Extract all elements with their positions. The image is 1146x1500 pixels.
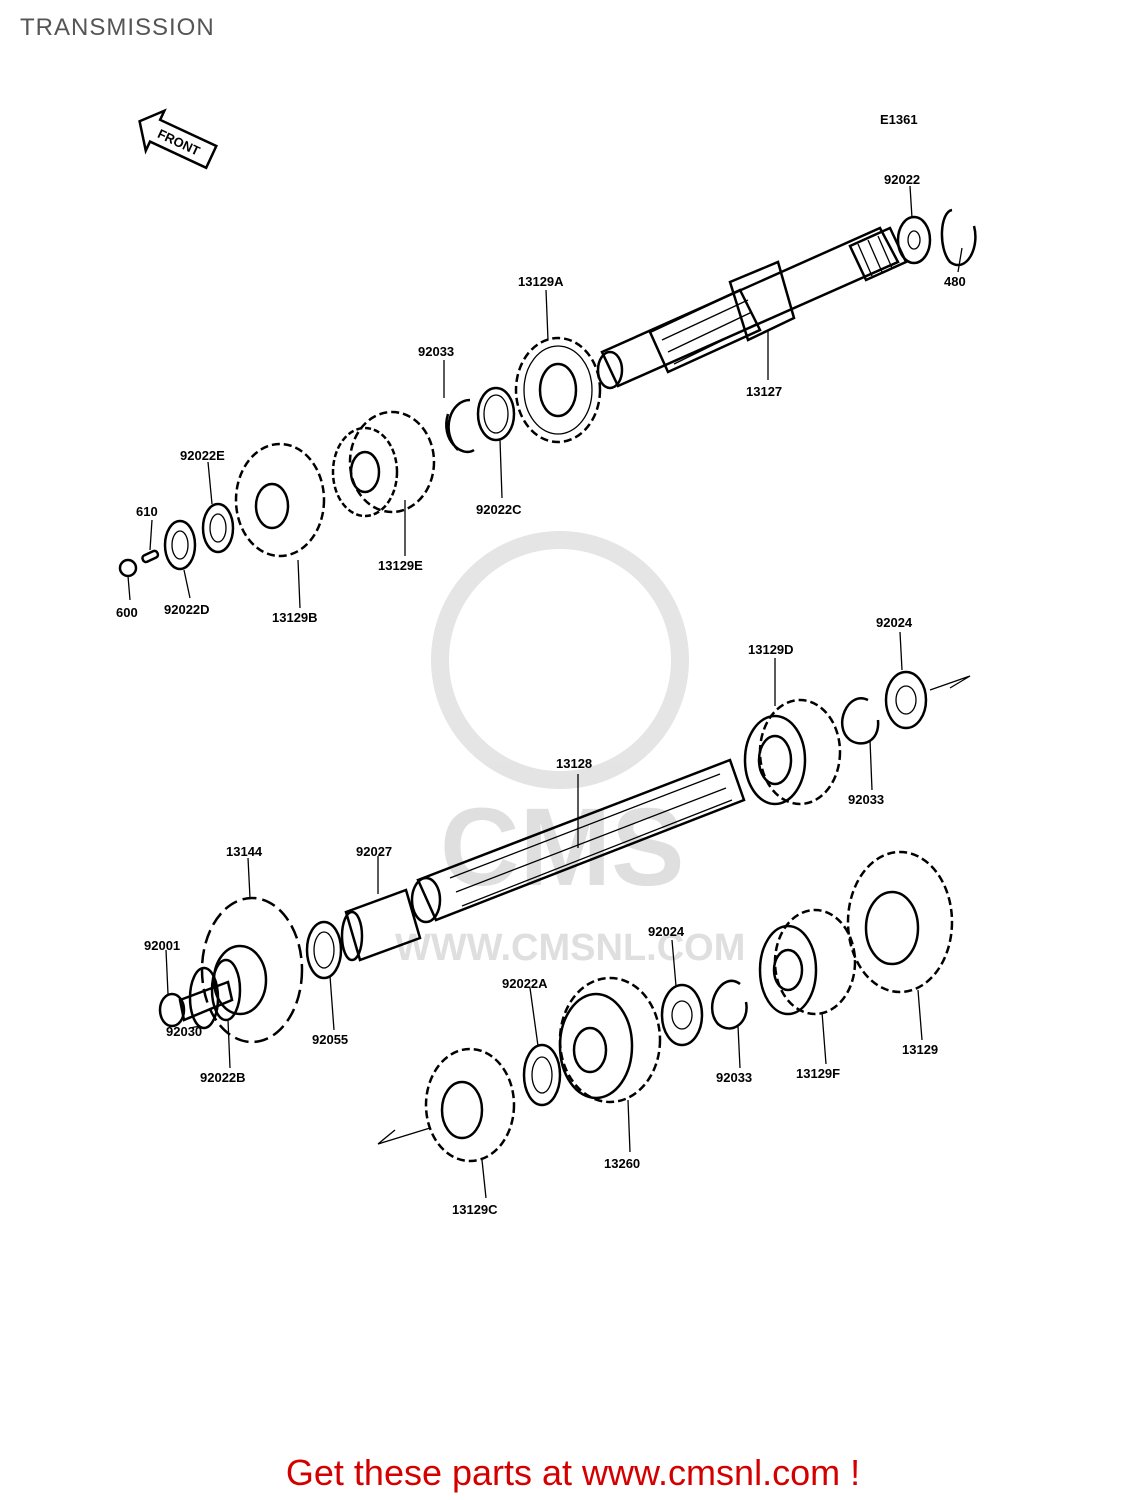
circlip-480 [940,208,977,267]
leader-lines [127,185,963,1199]
label-92033-top: 92033 [418,344,454,359]
watermark-brand: CMS [440,786,684,909]
ball-600 [118,558,138,578]
label-13129A: 13129A [518,274,564,289]
label-13129F: 13129F [796,1066,840,1081]
output-shaft [410,758,746,924]
watermark-url: WWW.CMSNL.COM [395,927,745,969]
diagram-code: E1361 [880,112,918,127]
washer-92022E [201,502,235,554]
washer-92022D [163,519,197,571]
label-610: 610 [136,504,158,519]
washer-92055 [305,920,343,980]
label-92024-low: 92024 [648,924,685,939]
label-92022: 92022 [884,172,920,187]
label-92055: 92055 [312,1032,348,1047]
plate-92030 [188,966,220,1030]
gear-13129F [758,908,857,1016]
front-arrow-icon: FRONT [138,108,218,170]
page-title: TRANSMISSION [20,14,215,41]
label-92027: 92027 [356,844,392,859]
gear-13129B [234,442,326,558]
gear-13129D [743,698,842,806]
gear-13260 [558,976,662,1104]
gear-13129E [331,410,436,518]
label-13260: 13260 [604,1156,640,1171]
label-13144: 13144 [226,844,263,859]
label-600: 600 [116,605,138,620]
collar-92027 [340,888,422,962]
circlip-92033-mid [840,697,880,745]
washer-92022C [476,386,516,442]
label-92033-low: 92033 [716,1070,752,1085]
washer-92024-top [884,670,928,730]
circlip-92033-top [445,398,475,453]
label-92022D: 92022D [164,602,210,617]
label-13129C: 13129C [452,1202,498,1217]
gear-13129C [424,1047,516,1163]
label-92033-mid: 92033 [848,792,884,807]
washer-92022B [210,958,242,1022]
footer-link[interactable]: Get these parts at www.cmsnl.com ! [285,1452,861,1493]
part-labels: 92022 480 13129A 13127 92033 92022C 9202… [116,172,966,1217]
watermark: CMS WWW.CMSNL.COM [395,531,745,969]
washer-92024-low [660,983,704,1047]
label-13129E: 13129E [378,558,423,573]
label-13129B: 13129B [272,610,318,625]
input-shaft [596,226,908,390]
label-92030: 92030 [166,1024,202,1039]
label-92001: 92001 [144,938,180,953]
washer-92022A [522,1043,562,1107]
circlip-92033-low [711,979,748,1030]
label-13129D: 13129D [748,642,794,657]
label-92022B: 92022B [200,1070,246,1085]
pin-610 [141,549,160,564]
label-92022A: 92022A [502,976,548,991]
sprocket-13144 [200,896,304,1044]
label-92024-top: 92024 [876,615,913,630]
washer-92022 [896,215,932,265]
label-13129: 13129 [902,1042,938,1057]
gear-13129A [514,336,602,444]
label-92022E: 92022E [180,448,225,463]
label-13128: 13128 [556,756,592,771]
label-480: 480 [944,274,966,289]
gear-13129 [846,850,954,994]
label-92022C: 92022C [476,502,522,517]
label-13127: 13127 [746,384,782,399]
